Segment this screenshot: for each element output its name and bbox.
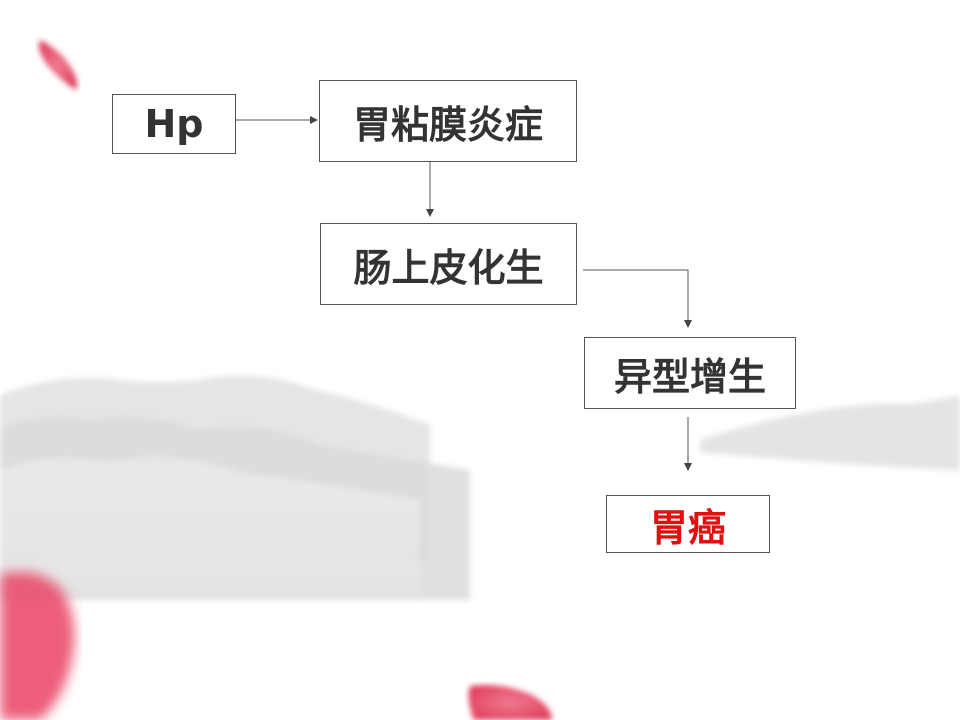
node-metaplasia-label: 肠上皮化生 <box>353 245 544 290</box>
node-cancer-label: 胃癌 <box>649 505 726 550</box>
node-gastritis-label: 胃粘膜炎症 <box>352 102 543 147</box>
node-hp-label: Hp <box>144 102 204 146</box>
node-hp: Hp <box>112 94 236 154</box>
node-intestinal-metaplasia: 肠上皮化生 <box>320 223 577 305</box>
petal-bottom-left <box>0 572 75 720</box>
node-dysplasia-label: 异型增生 <box>613 354 766 399</box>
petal-bottom-center <box>468 685 552 720</box>
node-gastritis: 胃粘膜炎症 <box>319 80 577 162</box>
node-gastric-cancer: 胃癌 <box>606 495 770 553</box>
mountain-right <box>700 395 960 470</box>
petal-top-left <box>39 40 78 90</box>
node-dysplasia: 异型增生 <box>584 337 796 409</box>
mountains-left <box>0 375 470 620</box>
